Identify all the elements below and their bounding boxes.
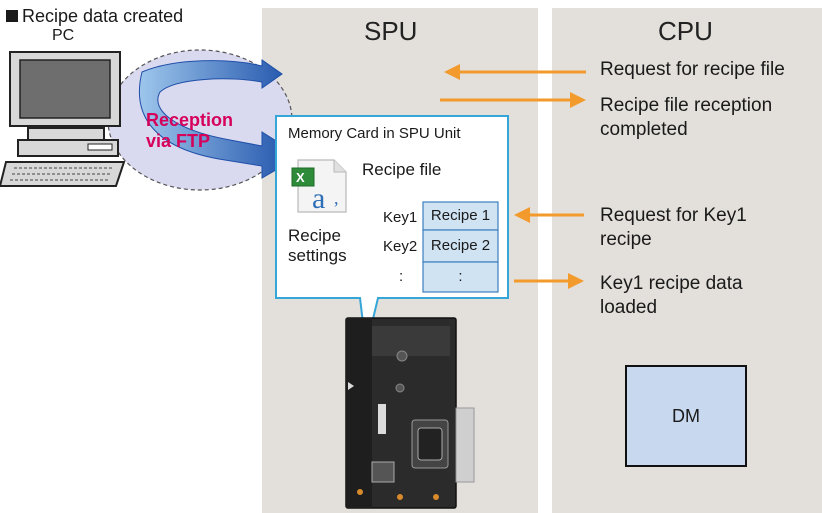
key1-label: Key1 [383, 209, 418, 226]
request-key1-message: Request for Key1 recipe [600, 204, 747, 252]
recipe-1-cell: Recipe 1 [430, 207, 491, 224]
request-recipe-file-message: Request for recipe file [600, 59, 785, 80]
spu-unit-device [345, 317, 475, 509]
recipe-2-cell: Recipe 2 [430, 237, 491, 254]
svg-text:X: X [296, 170, 305, 185]
table-cell-2 [422, 229, 499, 263]
cpu-title: CPU [658, 16, 713, 46]
table-cell-3 [422, 261, 499, 293]
recipe-ellipsis-cell: : [458, 268, 463, 285]
svg-text:,: , [334, 188, 339, 208]
svg-text:a: a [312, 182, 325, 215]
dm-box [625, 365, 747, 467]
request-key1-line-2: recipe [600, 229, 652, 250]
key1-loaded-message: Key1 recipe data loaded [600, 272, 743, 320]
ftp-line-2: via FTP [146, 131, 211, 151]
recipe-settings-line-2: settings [288, 246, 347, 265]
ftp-line-1: Reception [146, 110, 234, 130]
memory-card-title: Memory Card in SPU Unit [288, 125, 461, 142]
key1-loaded-line-2: loaded [600, 297, 658, 318]
recipe-settings-label: Recipe settings [288, 226, 347, 266]
reception-completed-line-2: completed [600, 119, 688, 140]
dm-label: DM [672, 406, 700, 426]
recipe-data-created-label: Recipe data created [22, 6, 184, 26]
key1-loaded-line-1: Key1 recipe data [600, 273, 743, 294]
recipe-settings-line-1: Recipe [288, 226, 341, 245]
request-key1-line-1: Request for Key1 [600, 205, 747, 226]
key2-label: Key2 [383, 238, 418, 255]
excel-file-icon: X a , [291, 159, 347, 215]
reception-completed-line-1: Recipe file reception [600, 95, 773, 116]
computer-icon [0, 51, 126, 187]
ftp-transfer-arrow [138, 59, 301, 179]
square-bullet-icon [6, 10, 18, 22]
ftp-reception-label: Reception via FTP [146, 110, 233, 152]
spu-title: SPU [364, 16, 418, 46]
reception-completed-message: Recipe file reception completed [600, 94, 772, 142]
recipe-file-label: Recipe file [362, 160, 442, 179]
table-cell-1 [422, 201, 499, 231]
key-ellipsis-label: : [399, 268, 404, 285]
orange-arrows [440, 64, 586, 289]
pc-label: PC [52, 27, 75, 44]
